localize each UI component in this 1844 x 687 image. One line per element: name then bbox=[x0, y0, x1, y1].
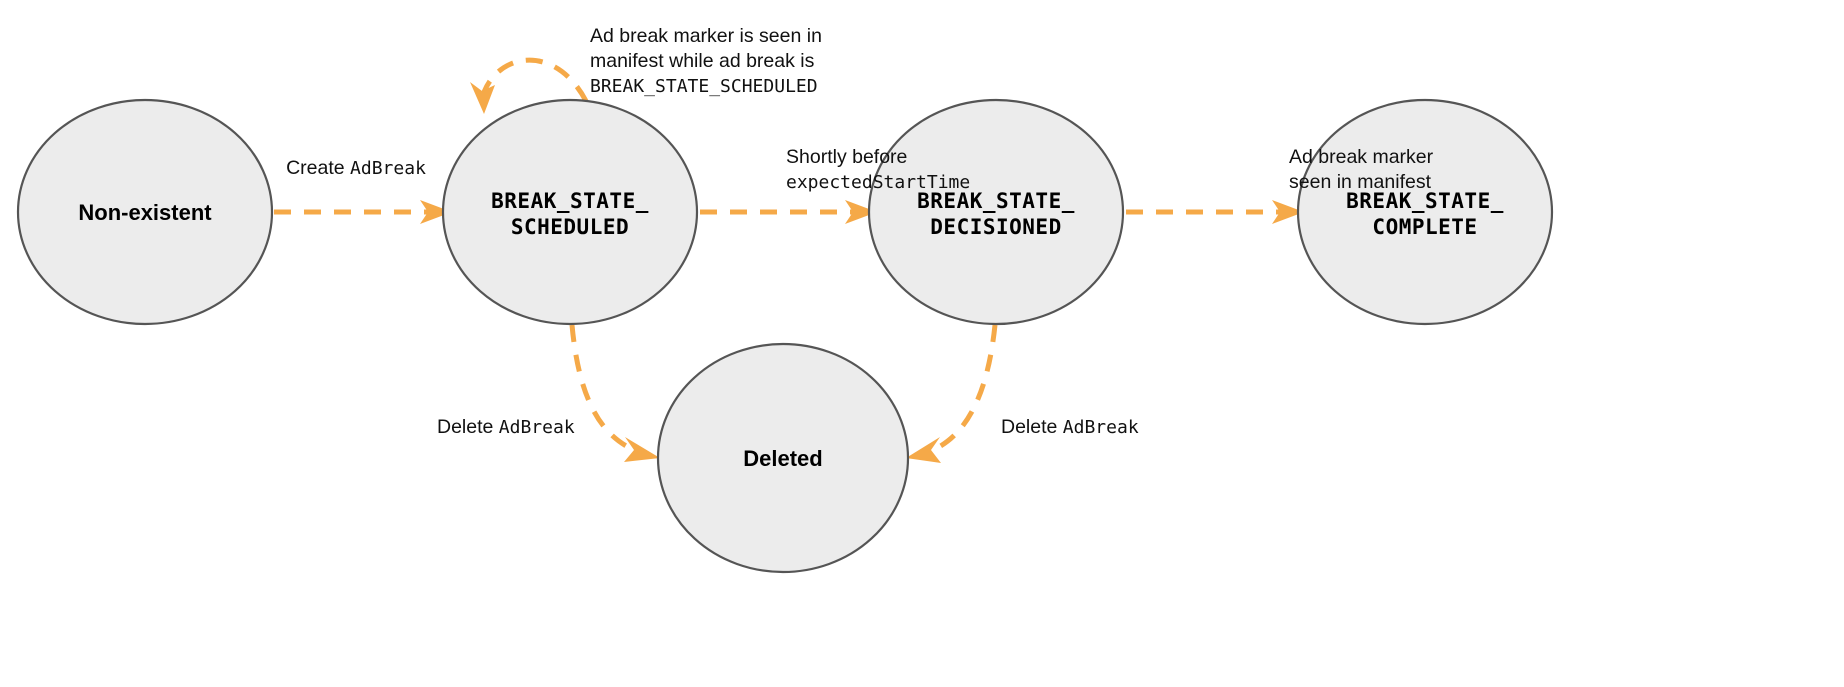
edge-line bbox=[931, 324, 998, 453]
arrowhead-icon bbox=[624, 437, 660, 462]
node-shape bbox=[441, 98, 699, 326]
arrowhead-icon bbox=[420, 200, 452, 224]
node-label-line2: SCHEDULED bbox=[511, 215, 629, 239]
node-non-existent[interactable]: Non-existent bbox=[16, 98, 274, 326]
edge-shortly-before bbox=[700, 200, 877, 224]
edge-label-delete-adbreak-from-scheduled: Delete AdBreak bbox=[437, 416, 575, 438]
arrowhead-icon bbox=[906, 437, 941, 463]
edge-line bbox=[481, 57, 589, 103]
node-label-line1: BREAK_STATE_ bbox=[491, 189, 649, 213]
edge-label-group: Create AdBreak Ad break marker is seen in… bbox=[286, 25, 1434, 438]
edge-delete-from-decisioned bbox=[906, 324, 998, 463]
node-label-line1: BREAK_STATE_ bbox=[1346, 189, 1504, 213]
edge-line bbox=[569, 324, 634, 452]
node-break-state-scheduled[interactable]: BREAK_STATE_ SCHEDULED bbox=[441, 98, 699, 326]
node-label: Deleted bbox=[743, 446, 822, 471]
arrowhead-icon bbox=[1272, 200, 1304, 224]
edge-marker-seen-manifest bbox=[1126, 200, 1304, 224]
node-label-line1: BREAK_STATE_ bbox=[917, 189, 1075, 213]
node-deleted[interactable]: Deleted bbox=[656, 342, 910, 574]
edge-create-adbreak bbox=[274, 200, 452, 224]
node-shape bbox=[16, 98, 274, 326]
edge-label-create-adbreak: Create AdBreak bbox=[286, 157, 426, 179]
arrowhead-icon bbox=[845, 200, 877, 224]
node-break-state-decisioned[interactable]: BREAK_STATE_ DECISIONED bbox=[867, 98, 1125, 326]
node-shape bbox=[656, 342, 910, 574]
edge-delete-from-scheduled bbox=[569, 324, 660, 462]
edge-self-loop-scheduled bbox=[470, 57, 589, 114]
node-label: Non-existent bbox=[78, 200, 212, 225]
arrowhead-icon bbox=[470, 82, 495, 114]
node-break-state-complete[interactable]: BREAK_STATE_ COMPLETE bbox=[1296, 98, 1554, 326]
node-shape bbox=[1296, 98, 1554, 326]
node-shape bbox=[867, 98, 1125, 326]
edge-label-delete-adbreak-from-decisioned: Delete AdBreak bbox=[1001, 416, 1139, 438]
node-label-line2: COMPLETE bbox=[1372, 215, 1477, 239]
node-label-line2: DECISIONED bbox=[930, 215, 1061, 239]
